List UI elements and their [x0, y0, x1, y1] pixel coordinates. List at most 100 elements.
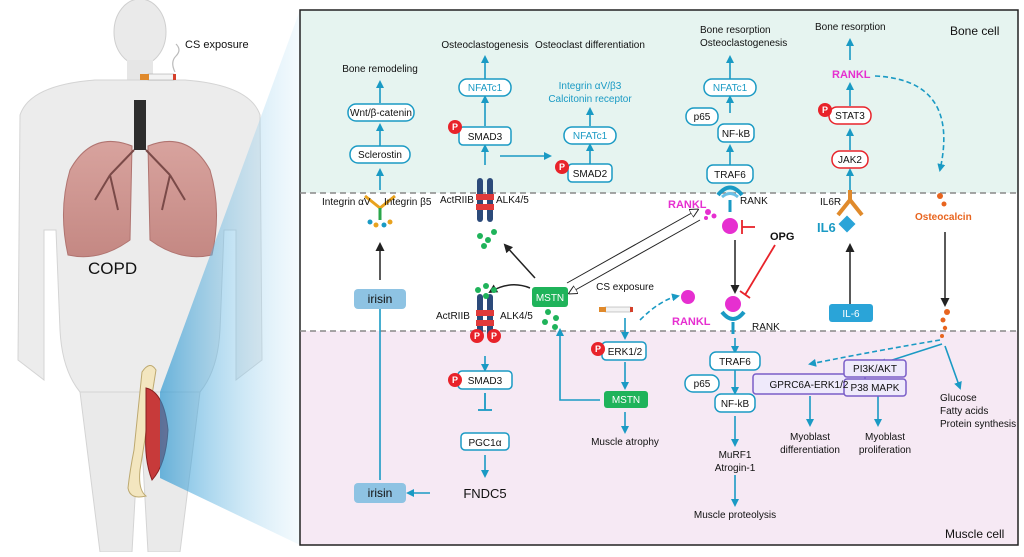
- text-labels: Bone remodeling Wnt/β-catenin Sclerostin…: [322, 22, 1016, 521]
- rankl-ligand-icon: [681, 290, 695, 304]
- pi3k-box: [843, 359, 907, 378]
- glucose-label: Glucose: [940, 393, 977, 404]
- osteoclastogenesis-2-label: Osteoclastogenesis: [700, 38, 787, 49]
- myoblast-diff-label-1: Myoblast: [790, 432, 830, 443]
- sclerostin-label: Sclerostin: [358, 150, 402, 161]
- phospho-markers: [448, 103, 832, 387]
- p38-box: [843, 378, 907, 397]
- opg-inhibition: [739, 220, 776, 299]
- dashed-arrows: [639, 75, 946, 367]
- muscle-proteolysis-label: Muscle proteolysis: [694, 510, 776, 521]
- integrin-av-label: Integrin αV: [322, 197, 371, 208]
- irisin-box-bottom: [354, 483, 406, 503]
- rank-bottom-label: RANK: [752, 322, 780, 333]
- nfkb-top-label: NF-kB: [722, 129, 751, 140]
- bone-cell-title: Bone cell: [950, 24, 999, 38]
- osteoclastogenesis-label: Osteoclastogenesis: [441, 40, 528, 51]
- rankl-right-label: RANKL: [832, 69, 871, 81]
- alk45-bottom-label: ALK4/5: [500, 311, 533, 322]
- phospho-letters: P P P P P P P: [452, 105, 828, 385]
- p38-label: P38 MAPK: [851, 383, 900, 394]
- gprc6a-label: GPRC6A-ERK1/2: [770, 380, 849, 391]
- nfatc1-b-label: NFATc1: [573, 131, 608, 142]
- integrin-avb3-label: Integrin αV/β3: [559, 81, 622, 92]
- mstn-dots: [542, 309, 559, 330]
- osteocalcin-label: Osteocalcin: [915, 212, 972, 223]
- myoblast-diff-label-2: differentiation: [780, 445, 840, 456]
- nfatc1-c-label: NFATc1: [713, 83, 748, 94]
- opg-label: OPG: [770, 231, 794, 243]
- pi3k-label: PI3K/AKT: [853, 364, 897, 375]
- svg-text:P: P: [822, 105, 828, 115]
- integrin-b5-label: Integrin β5: [384, 197, 432, 208]
- actriib-receptor-bottom-icon: [475, 283, 497, 338]
- rankl-top-label: RANKL: [668, 199, 707, 211]
- rankl-mid-label: RANKL: [672, 316, 711, 328]
- mstn-box-bottom: [604, 391, 648, 408]
- osteoclast-diff-label: Osteoclast differentiation: [535, 40, 645, 51]
- erk12-label: ERK1/2: [608, 347, 643, 358]
- rank-top-label: RANK: [740, 196, 768, 207]
- il6-label: IL6: [817, 220, 836, 235]
- nfatc1-a-label: NFATc1: [468, 83, 503, 94]
- svg-text:P: P: [559, 162, 565, 172]
- irisin-top-label: irisin: [368, 292, 393, 306]
- il6r-receptor-icon: [836, 190, 864, 233]
- fatty-acids-label: Fatty acids: [940, 406, 988, 417]
- protein-boxes: [347, 78, 872, 451]
- alk45-top-label: ALK4/5: [496, 195, 529, 206]
- mstn-box-mid: [532, 287, 568, 307]
- cs-exposure-mid-label: CS exposure: [596, 282, 654, 293]
- protein-synthesis-label: Protein synthesis: [940, 419, 1016, 430]
- mstn-bottom-label: MSTN: [612, 395, 640, 406]
- panel-border: [299, 9, 1019, 546]
- muscle-cell-title: Muscle cell: [945, 527, 1004, 541]
- smad2-label: SMAD2: [573, 169, 608, 180]
- svg-text:P: P: [452, 375, 458, 385]
- muscle-atrophy-label: Muscle atrophy: [591, 437, 659, 448]
- integrin-receptor-icon: [364, 194, 396, 228]
- traf6-bottom-label: TRAF6: [719, 357, 751, 368]
- stat3-label: STAT3: [835, 111, 865, 122]
- il6-box-label: IL-6: [842, 309, 860, 320]
- smad3-bottom-label: SMAD3: [468, 376, 503, 387]
- smad3-inhibition: [478, 393, 492, 411]
- pgc1a-label: PGC1α: [468, 438, 501, 449]
- traf6-top-label: TRAF6: [714, 170, 746, 181]
- copd-label: COPD: [88, 259, 137, 278]
- cigarette-icon: [599, 306, 633, 313]
- rank-receptor-bottom-icon: [720, 296, 746, 334]
- svg-text:P: P: [595, 344, 601, 354]
- fndc5-label: FNDC5: [463, 486, 506, 501]
- murf1-label: MuRF1: [719, 450, 752, 461]
- osteocalcin-icon: [937, 193, 950, 338]
- actriib-bottom-label: ActRIIB: [436, 311, 470, 322]
- bidirectional-arrow: [566, 210, 701, 293]
- p65-top-label: p65: [694, 112, 711, 123]
- bone-remodeling-label: Bone remodeling: [342, 64, 418, 75]
- irisin-box-top: [354, 289, 406, 309]
- svg-text:P: P: [474, 331, 480, 341]
- interface-region: [300, 193, 1018, 331]
- wnt-label: Wnt/β-catenin: [350, 108, 412, 119]
- il6r-label: IL6R: [820, 197, 841, 208]
- mstn-mid-label: MSTN: [536, 293, 564, 304]
- il6-box: [829, 304, 873, 322]
- bone-cell-region: [300, 10, 1018, 193]
- calcitonin-label: Calcitonin receptor: [548, 94, 632, 105]
- muscle-cell-region: [300, 331, 1018, 545]
- bone-resorption-1-label: Bone resorption: [700, 25, 771, 36]
- svg-text:P: P: [491, 331, 497, 341]
- jak2-label: JAK2: [838, 155, 862, 166]
- cs-exposure-label-left: CS exposure: [185, 39, 249, 51]
- smad3-top-label: SMAD3: [468, 132, 503, 143]
- blue-arrows: [376, 38, 962, 507]
- actriib-top-label: ActRIIB: [440, 195, 474, 206]
- svg-text:P: P: [452, 122, 458, 132]
- p65-bottom-label: p65: [694, 379, 711, 390]
- actriib-receptor-top-icon: [476, 178, 497, 249]
- irisin-bottom-label: irisin: [368, 486, 393, 500]
- myoblast-prolif-label-1: Myoblast: [865, 432, 905, 443]
